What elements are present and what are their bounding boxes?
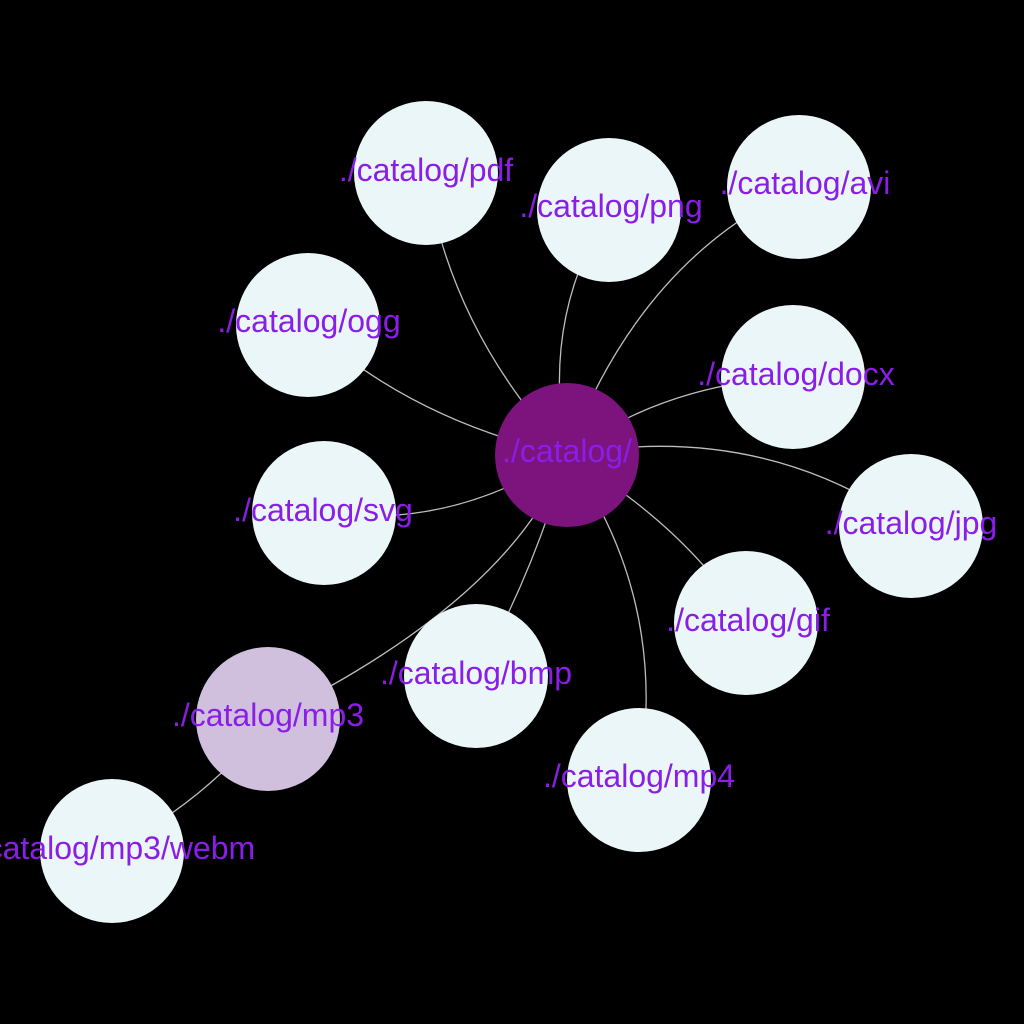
node-bmp[interactable] xyxy=(404,604,548,748)
node-label-jpg: ./catalog/jpg xyxy=(825,505,998,541)
node-label-svg: ./catalog/svg xyxy=(233,492,413,528)
node-label-pdf: ./catalog/pdf xyxy=(339,152,513,188)
node-label-png: ./catalog/png xyxy=(519,188,702,224)
node-mp4[interactable] xyxy=(567,708,711,852)
node-gif[interactable] xyxy=(674,551,818,695)
node-png[interactable] xyxy=(537,138,681,282)
node-label-root: ./catalog/ xyxy=(502,433,632,469)
node-docx[interactable] xyxy=(721,305,865,449)
node-label-avi: ./catalog/avi xyxy=(720,165,891,201)
node-pdf[interactable] xyxy=(354,101,498,245)
node-label-webm: ./catalog/mp3/webm xyxy=(0,830,255,866)
node-label-mp4: ./catalog/mp4 xyxy=(543,758,735,794)
node-label-bmp: ./catalog/bmp xyxy=(380,655,572,691)
labels-layer: ./catalog/ ./catalog/pdf./catalog/png ./ca… xyxy=(0,152,997,866)
node-ogg[interactable] xyxy=(236,253,380,397)
node-root[interactable] xyxy=(495,383,639,527)
node-label-gif: ./catalog/gif xyxy=(666,602,830,638)
nodes-layer xyxy=(40,101,983,923)
node-label-mp3: ./catalog/mp3 xyxy=(172,697,364,733)
node-webm[interactable] xyxy=(40,779,184,923)
node-svg[interactable] xyxy=(252,441,396,585)
node-avi[interactable] xyxy=(727,115,871,259)
node-mp3[interactable] xyxy=(196,647,340,791)
node-label-docx: ./catalog/docx xyxy=(697,356,894,392)
node-jpg[interactable] xyxy=(839,454,983,598)
node-label-ogg: ./catalog/ogg xyxy=(217,303,400,339)
